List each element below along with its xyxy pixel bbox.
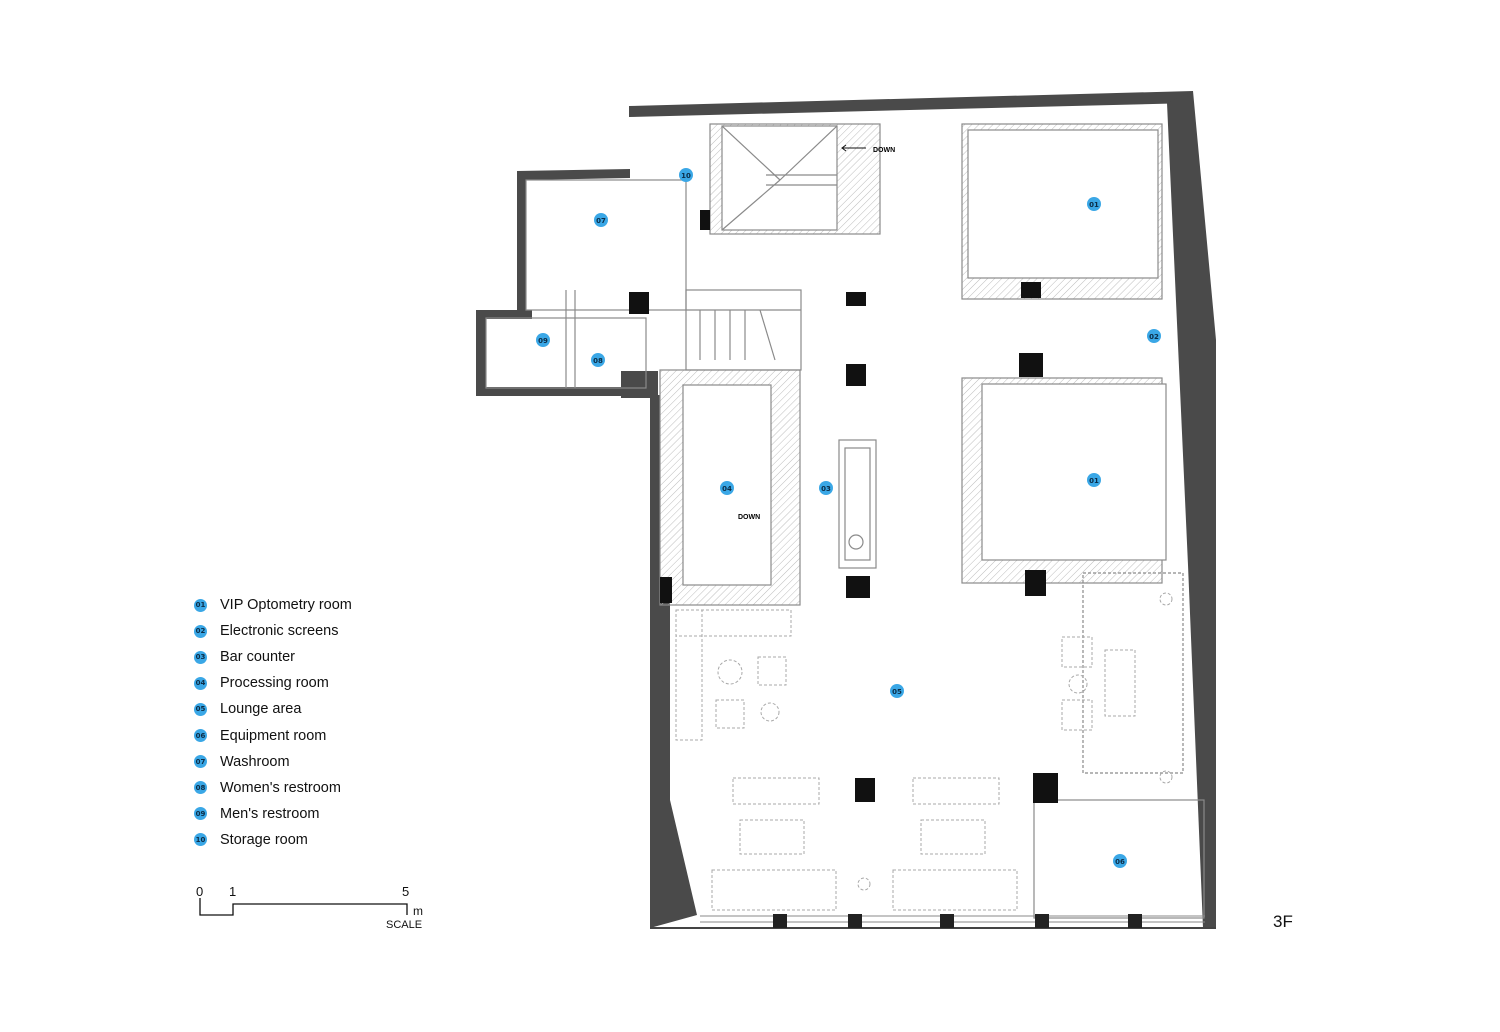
legend-label: Electronic screens xyxy=(220,623,339,640)
tag-vip-2: 01 xyxy=(1087,473,1101,487)
legend-badge: 10 xyxy=(194,833,207,847)
wall-right xyxy=(1167,91,1216,928)
room-tags: 01 01 02 03 04 05 06 07 08 09 10 xyxy=(536,168,1161,868)
sofa-bottom-right xyxy=(892,869,1018,911)
legend-badge: 06 xyxy=(194,729,207,743)
svg-text:01: 01 xyxy=(1089,477,1099,485)
furniture xyxy=(675,592,1173,911)
svg-text:07: 07 xyxy=(596,217,606,225)
sofa-bottom-left xyxy=(711,869,837,911)
legend-item: 10 Storage room xyxy=(194,827,454,853)
scale-bar xyxy=(199,898,408,916)
bench-right xyxy=(912,777,1000,805)
legend-badge: 02 xyxy=(194,624,207,638)
legend-item: 07 Washroom xyxy=(194,749,454,775)
legend-label: Lounge area xyxy=(220,701,302,718)
tag-men: 09 xyxy=(536,333,550,347)
tag-processing: 04 xyxy=(720,481,734,495)
legend-badge: 08 xyxy=(194,781,207,795)
equipment-room xyxy=(1033,799,1205,919)
interior-walls xyxy=(485,123,1205,919)
svg-text:06: 06 xyxy=(1115,858,1125,866)
bench-left xyxy=(732,777,820,805)
tag-vip-1: 01 xyxy=(1087,197,1101,211)
svg-text:04: 04 xyxy=(722,485,732,493)
legend-label: Women's restroom xyxy=(220,779,341,796)
chairs-top-row xyxy=(675,609,792,637)
legend-label: Washroom xyxy=(220,753,290,770)
legend-label: VIP Optometry room xyxy=(220,597,352,614)
wall-washroom-outer xyxy=(517,169,630,312)
wall-restroom-outer xyxy=(476,310,640,396)
legend-item: 02 Electronic screens xyxy=(194,618,454,644)
svg-text:03: 03 xyxy=(821,485,831,493)
wall-top xyxy=(629,91,1193,117)
legend-label: Storage room xyxy=(220,831,308,848)
svg-text:08: 08 xyxy=(593,357,603,365)
stair-down xyxy=(685,289,802,371)
tag-equipment: 06 xyxy=(1113,854,1127,868)
legend-item: 05 Lounge area xyxy=(194,696,454,722)
tag-women: 08 xyxy=(591,353,605,367)
tag-screens: 02 xyxy=(1147,329,1161,343)
legend-badge: 05 xyxy=(194,702,207,716)
tag-washroom: 07 xyxy=(594,213,608,227)
scale-tick-0: 0 xyxy=(196,884,204,899)
legend-item: 06 Equipment room xyxy=(194,722,454,748)
column-stair-corner xyxy=(621,371,658,398)
washroom xyxy=(525,179,687,311)
legend: 01 VIP Optometry room 02 Electronic screens… xyxy=(194,592,454,853)
scale-tick-1: 1 xyxy=(229,884,237,899)
floor-label: 3F xyxy=(1273,912,1293,931)
down-label-processing: DOWN xyxy=(738,514,760,521)
exterior-walls xyxy=(476,91,1216,928)
legend-badge: 03 xyxy=(194,650,207,664)
tag-bar: 03 xyxy=(819,481,833,495)
legend-label: Processing room xyxy=(220,675,329,692)
columns xyxy=(629,210,1058,803)
lounge-sofa-right xyxy=(1082,572,1184,774)
svg-text:01: 01 xyxy=(1089,201,1099,209)
legend-item: 03 Bar counter xyxy=(194,644,454,670)
scale-unit: m xyxy=(413,904,423,918)
svg-text:10: 10 xyxy=(681,172,691,180)
tag-storage: 10 xyxy=(679,168,693,182)
scale-label: SCALE xyxy=(386,919,423,931)
bar-counter xyxy=(838,439,877,569)
legend-item: 08 Women's restroom xyxy=(194,775,454,801)
tag-lounge: 05 xyxy=(890,684,904,698)
legend-badge: 09 xyxy=(194,807,207,821)
scale-tick-5: 5 xyxy=(402,884,410,899)
legend-badge: 04 xyxy=(194,676,207,690)
legend-badge: 07 xyxy=(194,755,207,769)
table-right xyxy=(920,819,986,855)
table-left xyxy=(739,819,805,855)
legend-item: 04 Processing room xyxy=(194,670,454,696)
svg-text:09: 09 xyxy=(538,337,548,345)
down-label-stair-top: DOWN xyxy=(873,147,895,154)
legend-label: Bar counter xyxy=(220,649,295,666)
legend-item: 09 Men's restroom xyxy=(194,801,454,827)
legend-label: Men's restroom xyxy=(220,805,320,822)
legend-label: Equipment room xyxy=(220,727,327,744)
legend-item: 01 VIP Optometry room xyxy=(194,592,454,618)
svg-text:02: 02 xyxy=(1149,333,1159,341)
svg-text:05: 05 xyxy=(892,688,902,696)
wall-left xyxy=(650,395,697,928)
chairs-left-column xyxy=(675,609,703,741)
legend-badge: 01 xyxy=(194,598,207,612)
